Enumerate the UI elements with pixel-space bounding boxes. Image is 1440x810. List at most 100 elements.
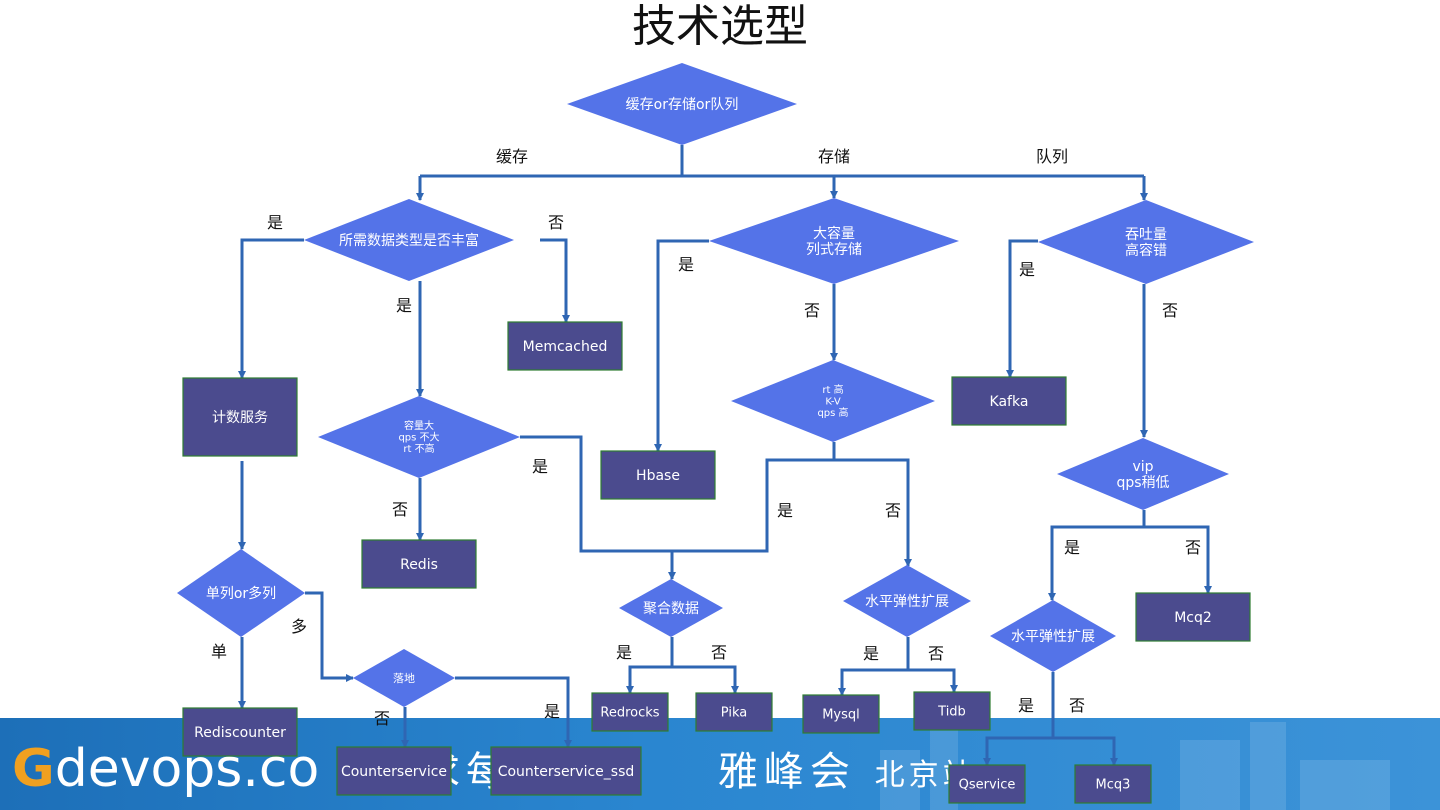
node-mcq3: Mcq3	[1074, 764, 1152, 804]
edge-agg-no	[672, 665, 739, 694]
node-counterservice_ssd: Counterservice_ssd	[490, 746, 642, 796]
edge-label: 队列	[1036, 147, 1068, 166]
node-hscale1: 水平弹性扩展	[843, 565, 971, 637]
edge-agg-out	[626, 637, 674, 694]
edge-label: 是	[777, 501, 793, 520]
edge-label: 否	[1069, 696, 1085, 715]
node-label: qps 不大	[398, 431, 439, 444]
edge-land-yes	[455, 676, 572, 748]
result-box	[802, 694, 880, 734]
edge-label: 否	[374, 709, 390, 728]
node-label: rt 高	[822, 383, 843, 396]
node-aggregate: 聚合数据	[619, 579, 723, 637]
edge-hs1-no	[908, 668, 958, 693]
node-label: 大容量	[813, 225, 855, 242]
node-label: Redrocks	[600, 706, 659, 721]
node-label: 落地	[393, 672, 415, 685]
edge-rich-yes-left	[238, 238, 304, 379]
edge-label: 缓存	[496, 147, 528, 166]
edge-big-yes	[654, 239, 709, 452]
node-label: 高容错	[1125, 242, 1167, 259]
result-box	[507, 321, 623, 371]
node-kafka: Kafka	[951, 376, 1067, 426]
node-redrocks: Redrocks	[591, 692, 669, 732]
node-label: 缓存or存储or队列	[626, 97, 739, 113]
node-counterservice: Counterservice	[336, 746, 452, 796]
decision-diamond	[843, 565, 971, 637]
node-redis: Redis	[361, 539, 477, 589]
node-label: 列式存储	[806, 242, 862, 258]
node-label: Hbase	[636, 468, 680, 484]
result-box	[948, 764, 1026, 804]
node-label: Mcq2	[1174, 610, 1212, 626]
result-box	[336, 746, 452, 796]
node-pika: Pika	[695, 692, 773, 732]
node-counter_svc: 计数服务	[182, 377, 298, 457]
node-landing: 落地	[353, 649, 455, 707]
node-label: 水平弹性扩展	[865, 594, 949, 610]
node-label: Tidb	[937, 705, 966, 720]
result-box	[490, 746, 642, 796]
node-label: Kafka	[990, 394, 1029, 410]
node-label: Counterservice	[341, 764, 447, 780]
edge-label: 是	[267, 213, 283, 232]
edge-label: 是	[1019, 260, 1035, 279]
node-single_multi: 单列or多列	[177, 549, 305, 637]
node-label: 水平弹性扩展	[1011, 629, 1095, 645]
edge-label: 否	[1185, 538, 1201, 557]
node-label: qps 高	[817, 406, 848, 419]
node-label: Rediscounter	[194, 725, 286, 741]
edge-rich-no	[540, 238, 570, 323]
edge-label: 是	[1064, 538, 1080, 557]
edge-label: 是	[863, 644, 879, 663]
node-label: Counterservice_ssd	[498, 764, 635, 780]
node-label: Memcached	[523, 339, 608, 355]
footer-banner	[0, 718, 1440, 810]
edge-hs2-no	[1053, 736, 1118, 766]
edge-label: 单	[211, 642, 227, 661]
node-label: Mcq3	[1096, 778, 1131, 793]
edge-label: 否	[928, 644, 944, 663]
decision-diamond	[177, 549, 305, 637]
edge-label: 是	[678, 255, 694, 274]
node-hbase: Hbase	[600, 450, 716, 500]
node-label: vip	[1132, 459, 1153, 475]
decision-diamond	[304, 199, 514, 281]
result-box	[182, 707, 298, 757]
node-mysql: Mysql	[802, 694, 880, 734]
edge-label: 是	[396, 296, 412, 315]
edge-label: 是	[1018, 696, 1034, 715]
node-label: Pika	[721, 706, 747, 721]
decision-diamond	[1038, 200, 1254, 284]
edge-label: 是	[616, 643, 632, 662]
decision-diamond	[318, 396, 520, 478]
decision-diamond	[731, 360, 935, 442]
node-label: Redis	[400, 557, 438, 573]
edge-label: 否	[392, 500, 408, 519]
edge-cap-yes	[520, 435, 912, 567]
edge-hs1-out	[838, 637, 910, 696]
decision-diamond	[709, 198, 959, 284]
decision-diamond	[353, 649, 455, 707]
edge-label: 是	[532, 457, 548, 476]
result-box	[591, 692, 669, 732]
edge-multi	[305, 591, 354, 682]
result-box	[600, 450, 716, 500]
node-label: Qservice	[959, 778, 1016, 793]
decision-diamond	[619, 579, 723, 637]
edge-tp-yes	[1006, 239, 1038, 378]
page-title: 技术选型	[632, 1, 808, 52]
node-mcq2: Mcq2	[1135, 592, 1251, 642]
edge-label: 否	[885, 501, 901, 520]
node-label: 单列or多列	[206, 585, 276, 602]
decision-diamond	[1057, 438, 1229, 510]
edge-label: 存储	[818, 147, 850, 166]
result-box	[913, 691, 991, 731]
node-rediscounter: Rediscounter	[182, 707, 298, 757]
edge-label: 否	[711, 643, 727, 662]
